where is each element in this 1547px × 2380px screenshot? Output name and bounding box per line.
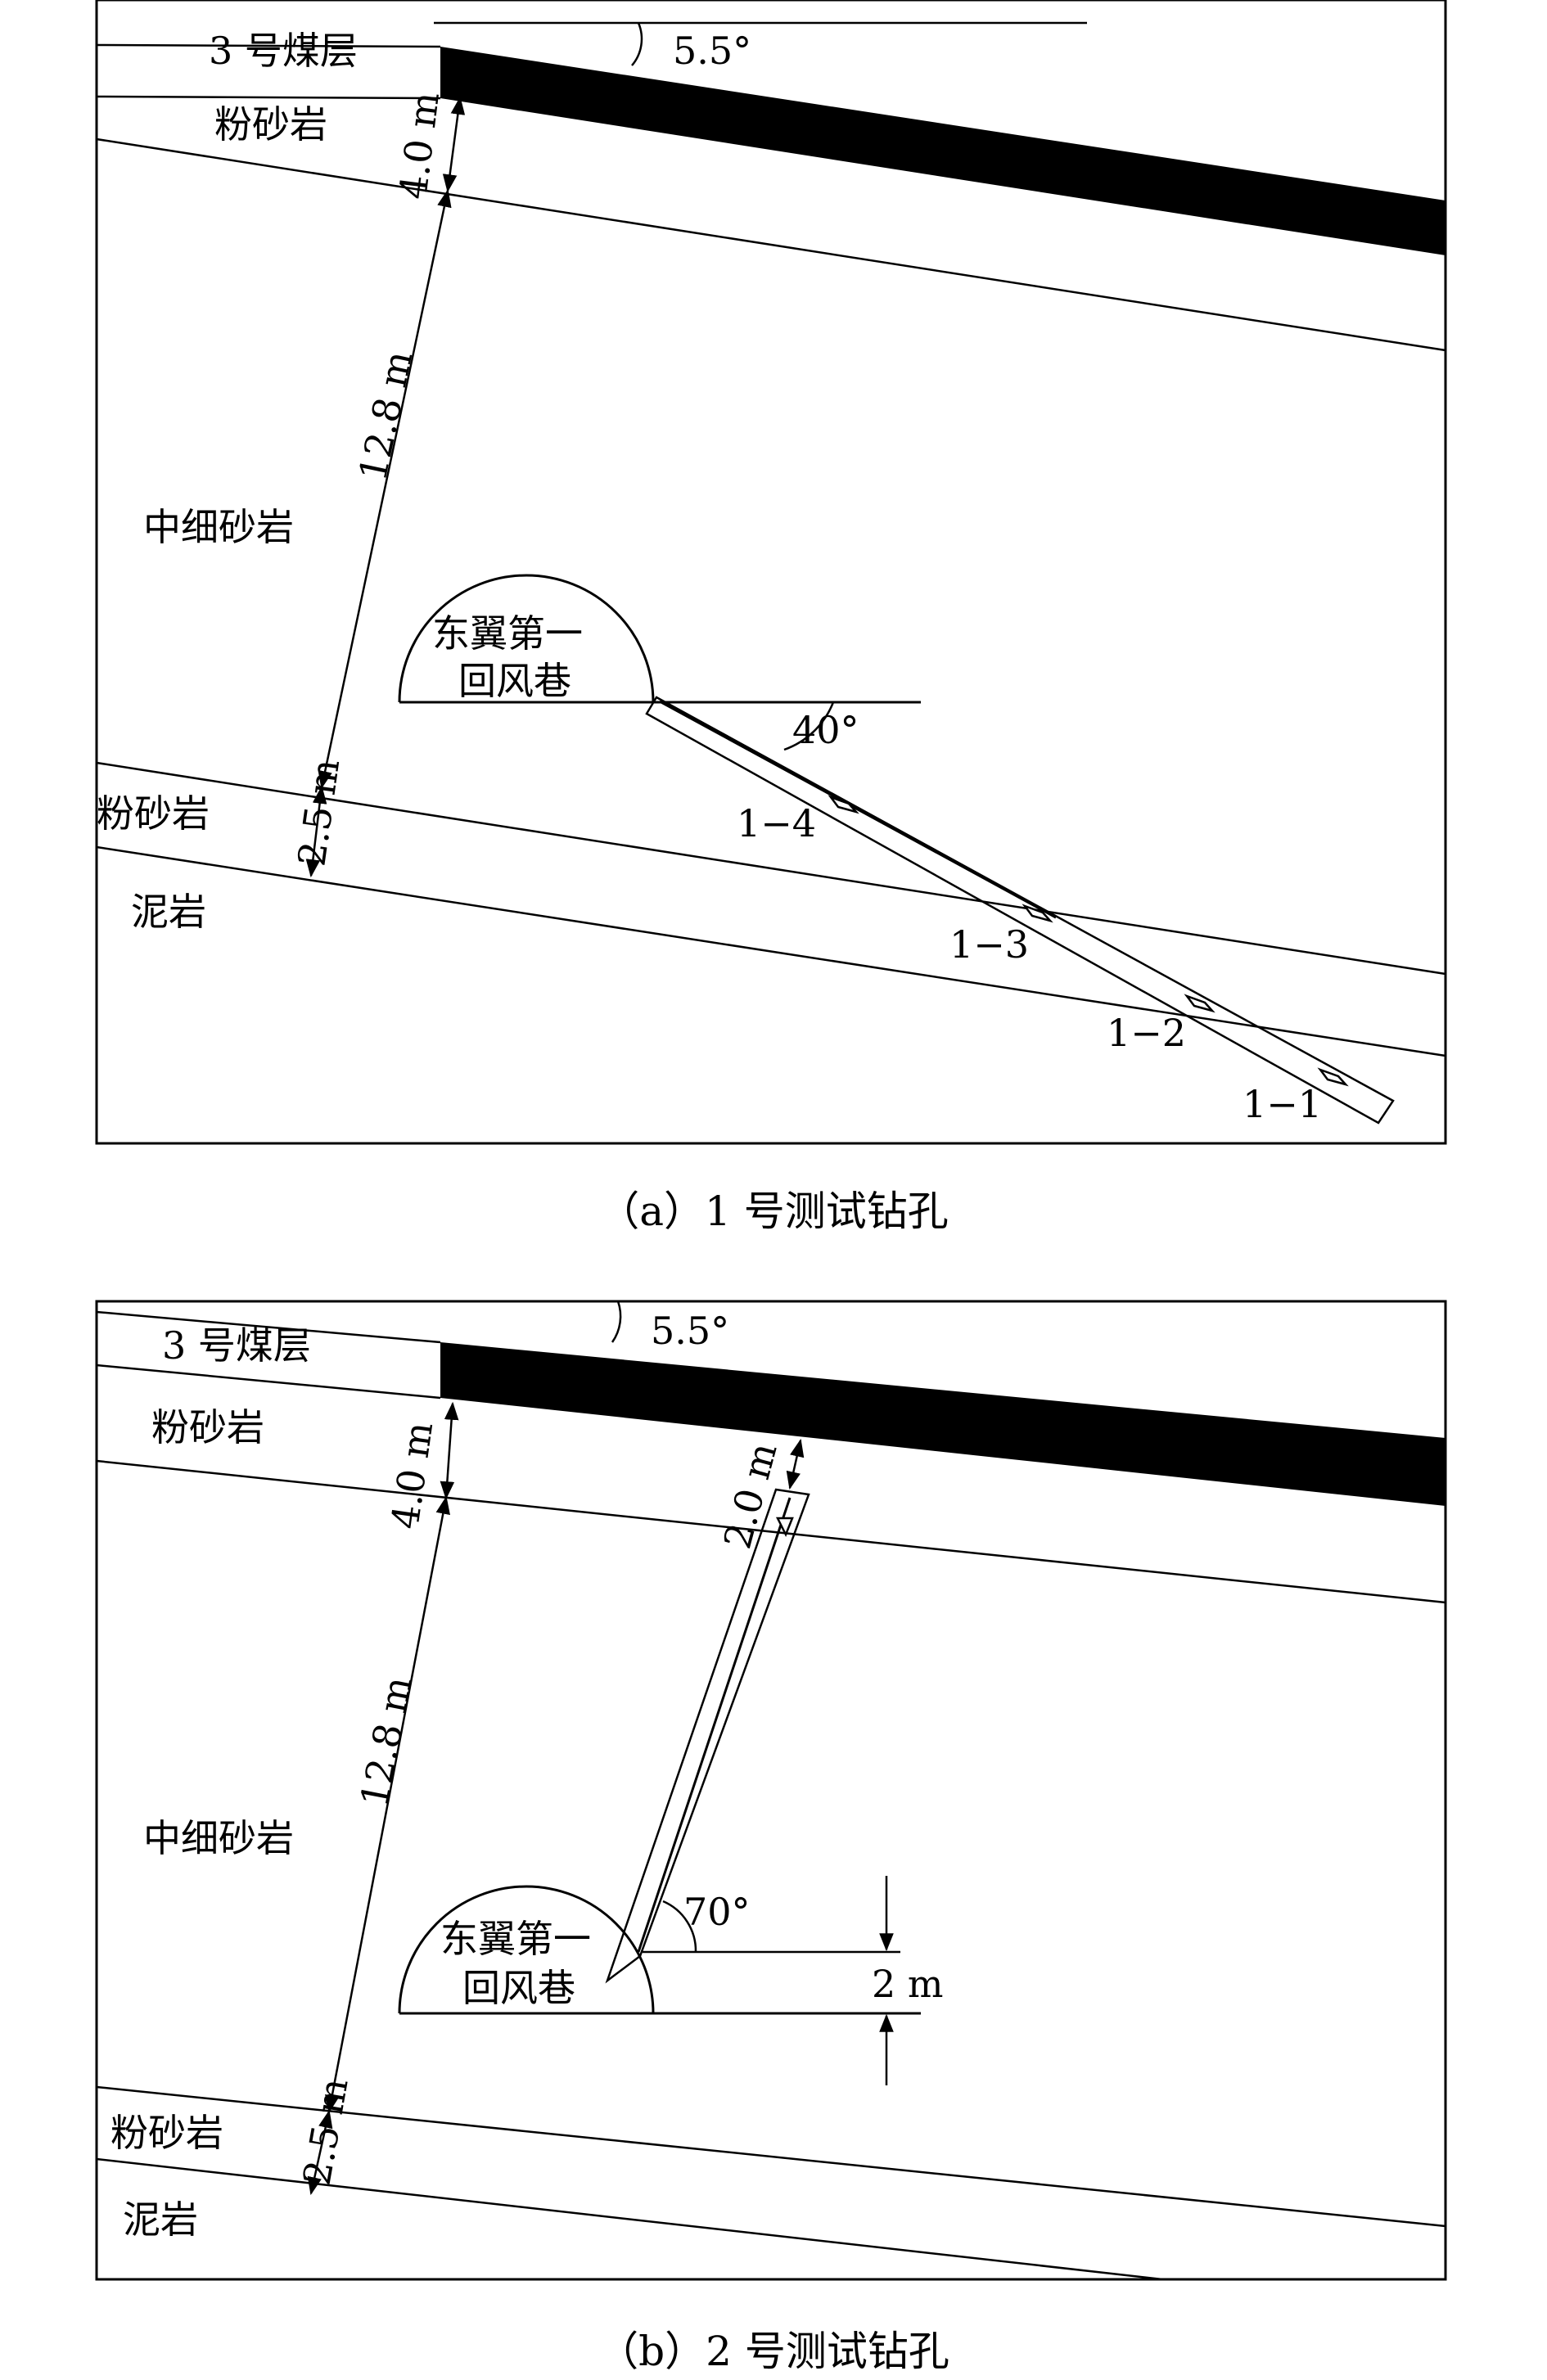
sandstone-label-b: 中细砂岩 <box>143 1816 294 1860</box>
roadway-label-line2: 回风巷 <box>458 659 571 703</box>
siltstone-base-line-b <box>96 1459 1446 1604</box>
panel-a-caption: （a）1 号测试钻孔 <box>598 1188 949 1235</box>
seam-angle-arc-b <box>611 1300 622 1343</box>
coal-seam-top-left-b <box>96 1310 441 1344</box>
roadway-label-line1: 东翼第一 <box>432 611 583 656</box>
measure-point-1-3-label: 1−3 <box>949 922 1029 967</box>
measure-point-1-1-marker <box>1317 1067 1349 1087</box>
coal-seam <box>440 47 1446 255</box>
coal-seam-bottom-left <box>96 95 441 100</box>
measure-point-1-4-marker <box>828 795 859 814</box>
panel-a-frame <box>95 0 1447 1145</box>
borehole-1: 40° 1−4 1−3 1−2 1−1 <box>645 696 1395 1126</box>
dim-top-gap-line-b <box>786 1438 805 1490</box>
measure-point-1-1-label: 1−1 <box>1243 1082 1322 1126</box>
panel-b-frame <box>95 1300 1447 2281</box>
coal-seam-label-b: 3 号煤层 <box>162 1323 311 1368</box>
dim-12-8m-line-b <box>325 1495 450 2114</box>
siltstone-lower-base-line-b <box>96 2157 1163 2281</box>
dim-12-8m-label-b: 12.8 m <box>352 1673 421 1810</box>
coal-seam-b <box>440 1342 1446 1506</box>
siltstone-lower-label-b: 粉砂岩 <box>110 2111 223 2155</box>
dim-2-5m-line-b <box>307 2109 333 2196</box>
seam-angle-arc <box>631 22 643 66</box>
height-label-b: 2 m <box>872 1962 944 2006</box>
roadway-label-b-line1: 东翼第一 <box>440 1917 591 1961</box>
dim-4m-label-b: 4.0 m <box>382 1419 441 1532</box>
siltstone-upper-label-b: 粉砂岩 <box>151 1405 264 1449</box>
dim-12-8m-line <box>318 188 452 790</box>
dim-4m-line-b <box>440 1401 459 1500</box>
siltstone-lower-base-line <box>96 845 1446 1057</box>
dim-12-8m-label: 12.8 m <box>350 347 421 485</box>
roadway-label-b-line2: 回风巷 <box>462 1966 575 2010</box>
dim-4m-label: 4.0 m <box>390 89 448 201</box>
measure-point-b-marker <box>775 1517 794 1538</box>
siltstone-base-line <box>96 137 1446 352</box>
measure-point-1-3-marker <box>1022 904 1053 923</box>
panel-b-caption: （b）2 号测试钻孔 <box>598 2328 949 2375</box>
panel-b: 5.5° 3 号煤层 粉砂岩 中细砂岩 粉砂岩 泥岩 4.0 m 12.8 m … <box>95 1300 1447 2281</box>
dim-2-5m-line <box>305 785 327 878</box>
mudstone-label-b: 泥岩 <box>123 2197 198 2242</box>
coal-seam-top-left <box>96 43 441 48</box>
measure-point-1-2-marker <box>1184 994 1216 1013</box>
seam-angle-label: 5.5° <box>673 29 751 73</box>
borehole-angle-arc <box>783 701 835 751</box>
seam-angle-label-b: 5.5° <box>651 1309 729 1353</box>
borehole-angle-label: 40° <box>792 708 859 752</box>
roadway-arch <box>398 574 655 703</box>
dim-4m-line <box>442 96 466 193</box>
borehole-angle-label-b: 70° <box>683 1890 751 1934</box>
dim-2-5m-label-b: 2.5 m <box>295 2075 357 2188</box>
panel-a: 5.5° 3 号煤层 粉砂岩 中细砂岩 粉砂岩 泥岩 4.0 m 12.8 m … <box>95 0 1447 1145</box>
measure-point-1-2-label: 1−2 <box>1107 1011 1186 1055</box>
borehole-angle-arc-b <box>662 1900 697 1953</box>
roadway-arch-b <box>398 1885 655 2014</box>
siltstone-upper-label: 粉砂岩 <box>214 102 327 146</box>
siltstone-lower-label: 粉砂岩 <box>97 791 210 836</box>
measure-point-1-4-label: 1−4 <box>737 801 816 845</box>
dim-2-5m-label: 2.5 m <box>289 756 348 869</box>
sandstone-label: 中细砂岩 <box>143 505 294 549</box>
mudstone-label: 泥岩 <box>131 890 206 934</box>
coal-seam-bottom-left-b <box>96 1364 441 1400</box>
coal-seam-label: 3 号煤层 <box>209 29 358 73</box>
